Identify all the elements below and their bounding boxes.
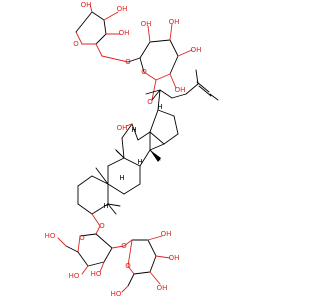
label-ho: HO [69, 272, 80, 280]
label-o: O [147, 98, 153, 106]
label-oh: OH [81, 1, 92, 9]
label-oh: OH [169, 18, 180, 26]
label-o: O [79, 234, 85, 242]
label-h: H [157, 103, 162, 111]
label-ho: HO [91, 270, 102, 278]
label-oh: OH [119, 29, 130, 37]
label-oh: OH [141, 20, 152, 28]
label-oh: OH [157, 284, 168, 292]
lower-glucose-ring-2 [121, 235, 171, 293]
label-ho: HO [45, 232, 56, 240]
label-oh: OH [117, 5, 128, 13]
label-o: O [125, 58, 131, 66]
label-oh: OH [161, 230, 172, 238]
label-oh: OH [191, 46, 202, 54]
label-o: O [141, 68, 147, 76]
label-o: O [121, 242, 127, 250]
molecule-diagram: OH OH OH O O OH OH OH OH O O H OH H H H … [45, 1, 219, 298]
label-h: H [137, 158, 142, 166]
stereo-wedge [114, 148, 124, 158]
side-chain [145, 69, 219, 111]
label-o: O [73, 40, 79, 48]
label-h: H [131, 126, 136, 134]
label-oh: OH [117, 124, 128, 132]
steroid-core [77, 109, 179, 227]
upper-glucose-ring [127, 23, 193, 101]
label-o: O [125, 262, 131, 270]
structure-svg: OH OH OH O O OH OH OH OH O O H OH H H H … [45, 1, 219, 298]
label-o: O [99, 222, 105, 230]
label-h: H [119, 174, 124, 182]
lower-glucose-ring-1 [57, 225, 125, 275]
label-oh: OH [169, 254, 180, 262]
xylose-ring [75, 3, 129, 63]
label-oh: OH [175, 86, 186, 94]
label-ho: HO [111, 290, 122, 298]
label-h: H [103, 202, 108, 210]
stereo-wedge [150, 150, 161, 162]
